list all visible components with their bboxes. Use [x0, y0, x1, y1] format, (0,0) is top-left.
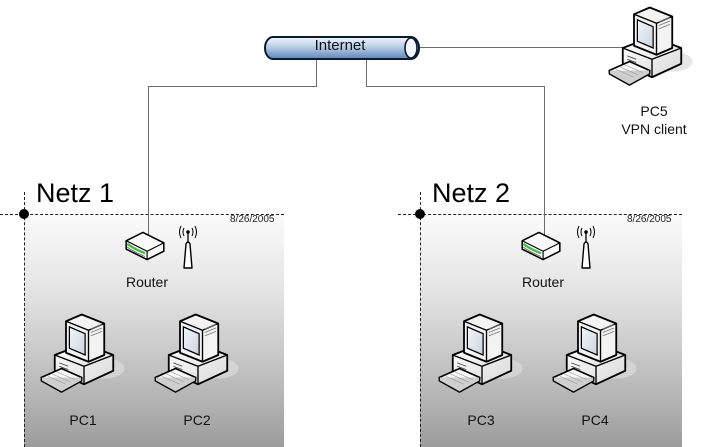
pc3-computer-icon[interactable]	[434, 310, 530, 400]
wire-internet-to-router-2-c	[544, 86, 545, 246]
network-1-title: Netz 1	[36, 178, 115, 208]
pc4-computer-icon[interactable]	[548, 310, 644, 400]
pc1-computer-icon[interactable]	[36, 310, 132, 400]
internet-cloud-pipe[interactable]	[263, 35, 423, 61]
wire-internet-to-router-2-b	[366, 86, 545, 87]
wire-internet-to-router-2-a	[366, 60, 367, 86]
router-2-label: Router	[521, 274, 565, 290]
vpn-client-computer-icon[interactable]	[604, 3, 700, 93]
network-1-corner-marker	[19, 209, 29, 219]
internet-label: Internet	[314, 37, 366, 54]
antenna-2-icon	[576, 225, 596, 269]
network-1-date: 8/26/2005	[230, 214, 275, 225]
wire-internet-to-router-1-c	[148, 86, 149, 248]
network-2-date: 8/26/2005	[627, 214, 672, 225]
vpn-client-role: VPN client	[621, 121, 687, 137]
network-1-top-border	[0, 214, 284, 215]
network-2-title: Netz 2	[432, 178, 511, 208]
network-2-corner-marker	[415, 209, 425, 219]
pc4-label: PC4	[581, 412, 609, 428]
network-2-left-border	[420, 192, 421, 447]
network-2-top-border	[398, 214, 682, 215]
antenna-1-icon	[178, 225, 198, 269]
network-1-left-border	[24, 192, 25, 447]
pc1-label: PC1	[69, 412, 97, 428]
router-1-icon[interactable]	[122, 228, 168, 264]
wire-internet-to-router-1-b	[148, 86, 317, 87]
wire-internet-to-vpn-client	[418, 47, 638, 48]
pc3-label: PC3	[467, 412, 495, 428]
router-2-icon[interactable]	[518, 228, 564, 264]
wire-internet-to-router-1-a	[316, 60, 317, 86]
vpn-client-name: PC5	[640, 103, 668, 119]
pc2-computer-icon[interactable]	[150, 310, 246, 400]
pc2-label: PC2	[183, 412, 211, 428]
router-1-label: Router	[125, 274, 169, 290]
